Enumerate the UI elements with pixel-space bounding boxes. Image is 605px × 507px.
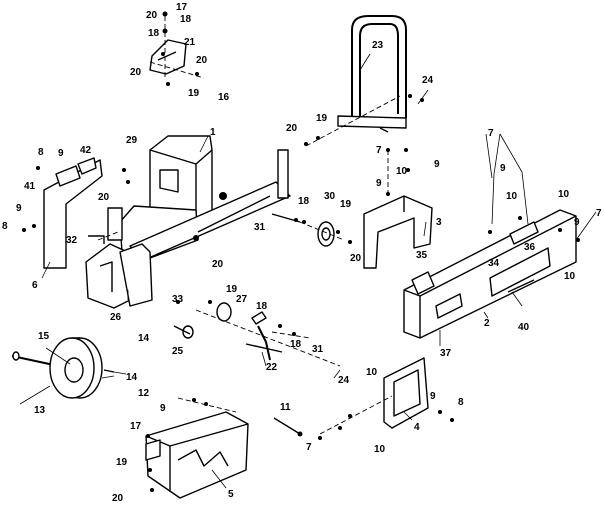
callout-35: 35 <box>416 250 428 261</box>
callout-19: 19 <box>188 88 200 99</box>
callout-12: 12 <box>138 388 150 399</box>
callout-7: 7 <box>306 442 312 453</box>
part-6-side-plate <box>22 157 105 269</box>
callout-10: 10 <box>558 189 570 200</box>
callout-25: 25 <box>172 346 184 357</box>
callout-20: 20 <box>350 253 362 264</box>
callout-7: 7 <box>596 208 602 219</box>
callout-8: 8 <box>38 147 44 158</box>
callout-9: 9 <box>376 178 382 189</box>
callout-9: 9 <box>574 217 580 228</box>
part-2-beam: CRAFTSMAN <box>403 209 580 339</box>
callout-8: 8 <box>2 221 8 232</box>
part-30-spool <box>271 213 352 247</box>
callout-19: 19 <box>226 284 238 295</box>
callout-10: 10 <box>564 271 576 282</box>
callout-7: 7 <box>488 128 494 139</box>
callout-18: 18 <box>148 28 160 39</box>
callout-16: 16 <box>218 92 230 103</box>
part-3-bracket <box>363 195 433 269</box>
callout-19: 19 <box>316 113 328 124</box>
callout-21: 21 <box>184 37 196 48</box>
part-11-bolt <box>177 395 393 440</box>
callout-33: 33 <box>172 294 184 305</box>
callout-42: 42 <box>80 145 92 156</box>
callout-40: 40 <box>518 322 530 333</box>
axle-assembly <box>173 300 341 367</box>
callout-19: 19 <box>340 199 352 210</box>
part-21-bracket <box>149 11 205 86</box>
callout-11: 11 <box>280 402 291 413</box>
callout-3: 3 <box>436 217 442 228</box>
hardware-dashes <box>97 94 424 241</box>
callout-14: 14 <box>138 333 150 344</box>
callout-27: 27 <box>236 294 248 305</box>
callout-24: 24 <box>422 75 434 86</box>
callout-41: 41 <box>24 181 36 192</box>
callout-10: 10 <box>506 191 518 202</box>
callout-23: 23 <box>372 40 384 51</box>
callout-31: 31 <box>312 344 324 355</box>
leader-lines <box>19 53 597 489</box>
callout-5: 5 <box>228 489 234 500</box>
callout-6: 6 <box>32 280 38 291</box>
callout-9: 9 <box>160 403 166 414</box>
callout-20: 20 <box>196 55 208 66</box>
callout-10: 10 <box>374 444 386 455</box>
callout-34: 34 <box>488 258 500 269</box>
callout-14: 14 <box>126 372 138 383</box>
callout-13: 13 <box>34 405 46 416</box>
callout-37: 37 <box>440 348 452 359</box>
callout-7: 7 <box>376 145 382 156</box>
callout-24: 24 <box>338 375 350 386</box>
callout-9: 9 <box>430 391 436 402</box>
callout-18: 18 <box>256 301 268 312</box>
callout-20: 20 <box>98 192 110 203</box>
callout-9: 9 <box>58 148 64 159</box>
callout-18: 18 <box>290 339 302 350</box>
callout-29: 29 <box>126 135 138 146</box>
callout-2: 2 <box>484 318 490 329</box>
callout-32: 32 <box>66 235 78 246</box>
callout-36: 36 <box>524 242 536 253</box>
part-26-bracket <box>85 243 153 309</box>
callout-22: 22 <box>266 362 278 373</box>
callout-18: 18 <box>180 14 192 25</box>
callout-18: 18 <box>298 196 310 207</box>
callout-9: 9 <box>500 163 506 174</box>
part-23-handle <box>337 15 407 133</box>
callout-9: 9 <box>16 203 22 214</box>
callout-20: 20 <box>286 123 298 134</box>
callout-20: 20 <box>112 493 124 504</box>
callout-31: 31 <box>254 222 266 233</box>
part-1-frame <box>107 135 291 261</box>
callout-19: 19 <box>116 457 128 468</box>
callout-26: 26 <box>110 312 122 323</box>
callout-10: 10 <box>396 166 408 177</box>
callout-8: 8 <box>458 397 464 408</box>
callout-1: 1 <box>210 127 216 138</box>
callout-15: 15 <box>38 331 50 342</box>
part-4-bracket <box>383 357 454 429</box>
callout-30: 30 <box>324 191 336 202</box>
callout-4: 4 <box>414 422 420 433</box>
callout-17: 17 <box>130 421 142 432</box>
callout-10: 10 <box>366 367 378 378</box>
callout-17: 17 <box>176 2 188 13</box>
callout-9: 9 <box>434 159 440 170</box>
callout-20: 20 <box>130 67 142 78</box>
part-5-tray <box>145 411 249 499</box>
part-13-wheel <box>11 337 127 399</box>
callout-20: 20 <box>212 259 224 270</box>
callout-20: 20 <box>146 10 158 21</box>
